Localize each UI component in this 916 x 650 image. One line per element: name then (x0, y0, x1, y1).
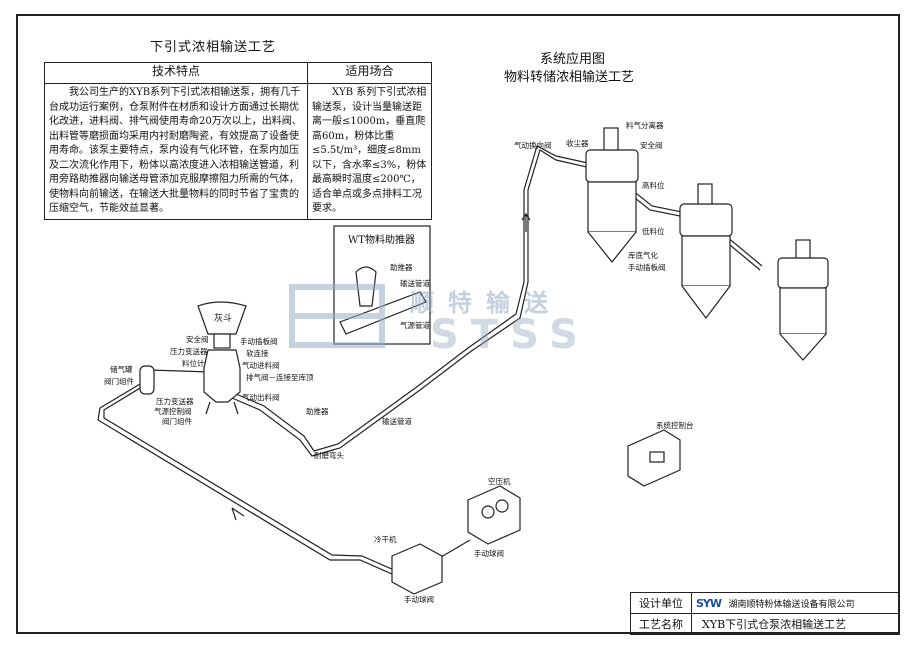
system-subtitle: 物料转储浓相输送工艺 (504, 70, 635, 85)
label-high-level: 高料位 (642, 181, 665, 190)
label-wt-pipe: 输送管道 (400, 279, 430, 288)
label-wt-air-pipe: 气源管道 (400, 321, 430, 330)
label-switch-valve: 气动换向阀 (514, 141, 552, 150)
label-level-meter: 料位计 (182, 359, 205, 368)
label-air-control-valve: 气源控制阀 (154, 407, 192, 416)
label-wt-booster: 助推器 (390, 263, 413, 272)
label-ball-valve: 手动球阀 (474, 549, 504, 558)
process-value: XYB下引式仓泵浓相输送工艺 (691, 613, 900, 635)
label-valve-group-2: 阀门组件 (162, 417, 192, 426)
label-manual-gate-top: 手动插板阀 (240, 337, 278, 346)
design-unit-label: 设计单位 (630, 592, 692, 614)
label-wear-elbow: 耐磨弯头 (314, 451, 344, 460)
system-title: 系统应用图 (540, 52, 606, 67)
label-separator: 料气分离器 (626, 121, 664, 130)
label-wt-title: WT物料助推器 (348, 235, 415, 246)
company-name: 湖南顺特粉体输送设备有限公司 (728, 599, 855, 610)
label-air-compressor: 空压机 (488, 477, 511, 486)
label-ball-valve-2: 手动球阀 (404, 595, 434, 604)
main-title: 下引式浓相输送工艺 (150, 40, 277, 55)
label-soft-joint: 软连接 (246, 349, 269, 358)
col2-text: XYB 系列下引式浓相输送泵，设计当量输送距离一般≤1000m，垂直爬高60m，… (307, 83, 432, 220)
label-air-outlet-valve: 气动出料阀 (242, 393, 280, 402)
watermark-en: STSS (430, 312, 590, 358)
title-block: 设计单位 SYW 湖南顺特粉体输送设备有限公司 工艺名称 XYB下引式仓泵浓相输… (630, 592, 900, 635)
air-pipe (97, 377, 393, 575)
label-valve-group: 阀门组件 (104, 377, 134, 386)
label-air-tank: 储气罐 (110, 365, 133, 374)
silo-3 (777, 239, 829, 361)
label-dust-collector: 收尘器 (566, 139, 589, 148)
col2-header: 适用场合 (307, 62, 432, 84)
label-exhaust-valve: 排气阀－连接至库顶 (246, 373, 314, 382)
silo-2 (679, 183, 733, 319)
pump-vessel (203, 349, 241, 415)
air-tank (139, 365, 155, 395)
process-label: 工艺名称 (630, 613, 692, 635)
col1-text: 我公司生产的XYB系列下引式浓相输送泵，拥有几千台成功运行案例，仓泵附件在材质和… (44, 83, 308, 220)
label-fluidizer: 库底气化 (628, 251, 658, 260)
label-control-desk: 系统控制台 (656, 421, 694, 430)
label-hopper: 灰斗 (214, 314, 233, 324)
label-pipe: 输送管道 (382, 417, 412, 426)
col1-header: 技术特点 (44, 62, 308, 84)
design-unit-value: SYW 湖南顺特粉体输送设备有限公司 (691, 592, 900, 614)
ash-hopper (197, 301, 247, 349)
label-air-inlet-valve: 气动进料阀 (242, 361, 280, 370)
spec-table: 技术特点 适用场合 我公司生产的XYB系列下引式浓相输送泵，拥有几千台成功运行案… (44, 62, 432, 220)
control-desk (627, 429, 681, 487)
label-manual-gate: 手动插板阀 (628, 263, 666, 272)
label-booster: 助推器 (306, 407, 329, 416)
watermark-cn: 顺特输送 (410, 289, 562, 317)
label-safety-valve: 安全阀 (186, 335, 209, 344)
label-pressure-transmitter-2: 压力变送器 (156, 397, 194, 406)
air-compressor (467, 485, 521, 545)
drawing-frame (16, 14, 900, 634)
label-low-level: 低料位 (642, 227, 665, 236)
company-logo-text: SYW (696, 596, 722, 610)
label-safety-valve-2: 安全阀 (640, 141, 663, 150)
label-dryer: 冷干机 (374, 535, 397, 544)
refrigerated-dryer (391, 543, 443, 595)
label-pressure-transmitter: 压力变送器 (170, 347, 208, 356)
silo-1 (585, 127, 639, 263)
